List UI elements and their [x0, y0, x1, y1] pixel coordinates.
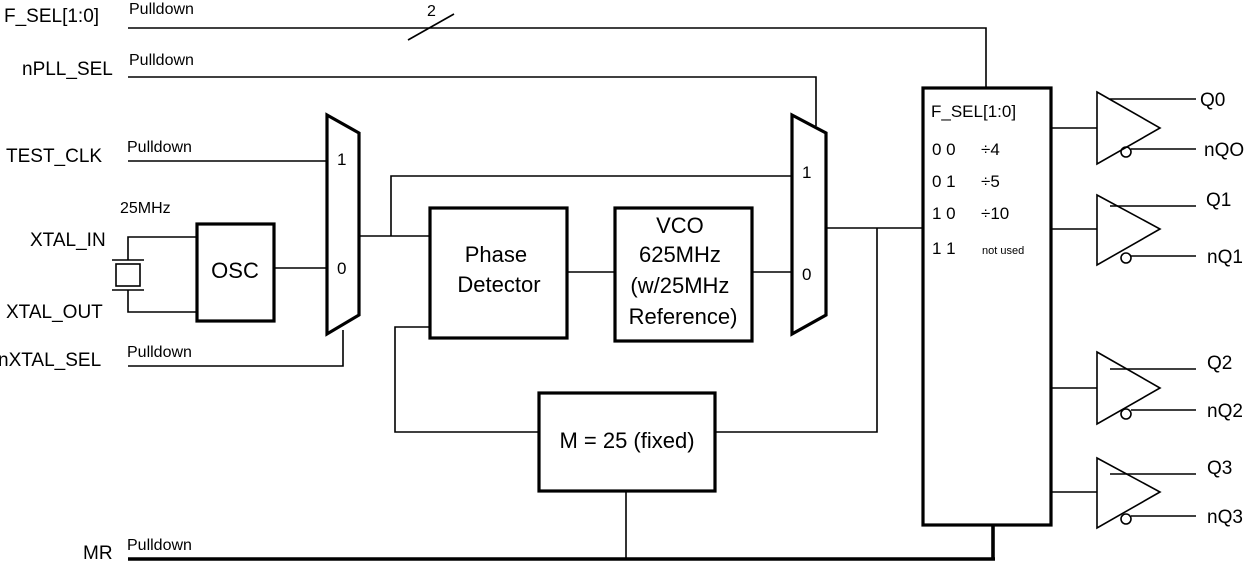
- vco-label-line2: 625MHz: [639, 242, 721, 267]
- svg-text:Phase Detector: Phase Detector: [457, 242, 540, 297]
- nxtal-sel-wire: [128, 330, 344, 367]
- input-mux: [325, 112, 361, 337]
- output-buffer-q3: [1051, 456, 1196, 530]
- output-divider-block: [921, 86, 1053, 527]
- output-q1-label: Q1: [1206, 190, 1231, 211]
- mr-pulldown-label: Pulldown: [127, 537, 192, 554]
- divider-row-code: 1 1: [932, 239, 956, 258]
- test-clk-input-label: TEST_CLK: [6, 146, 102, 167]
- vco-label-line3: (w/25MHz: [630, 273, 729, 298]
- output-buffer-q1: [1051, 193, 1196, 267]
- mr-wire: [128, 491, 995, 561]
- fsel-input-label: F_SEL[1:0]: [4, 6, 99, 27]
- vco-label-line1: VCO: [656, 213, 704, 238]
- pll-mux-0-label: 0: [802, 265, 811, 284]
- npll-sel-wire: [128, 76, 817, 126]
- output-q2-label: Q2: [1207, 353, 1232, 374]
- output-nq2-label: nQ2: [1207, 401, 1243, 422]
- fsel-bus-wire: [128, 13, 987, 88]
- divider-row-code: 1 0: [932, 204, 956, 223]
- nxtal-sel-input-label: nXTAL_SEL: [0, 350, 101, 371]
- nxtal-sel-pulldown-label: Pulldown: [127, 344, 192, 361]
- output-nq3-label: nQ3: [1207, 507, 1243, 528]
- input-mux-0-label: 0: [337, 259, 346, 278]
- phase-detector-block: [428, 206, 569, 340]
- reference-clock-wire: [359, 175, 791, 237]
- xtal-in-input-label: XTAL_IN: [30, 230, 106, 251]
- bus-width-label: 2: [427, 3, 436, 20]
- pll-mux: [790, 112, 828, 337]
- divider-row-ratio: not used: [982, 245, 1024, 257]
- divider-row-ratio: ÷5: [981, 172, 1000, 191]
- phase-detector-label-line1: Phase: [465, 242, 527, 267]
- input-mux-1-label: 1: [337, 150, 346, 169]
- feedback-divider-label: M = 25 (fixed): [559, 428, 694, 453]
- feedback-wire: [394, 228, 878, 433]
- output-q3-label: Q3: [1207, 458, 1232, 479]
- vco-block: [613, 206, 754, 343]
- divider-row-code: 0 1: [932, 172, 956, 191]
- phase-detector-label-line2: Detector: [457, 272, 540, 297]
- divider-row-code: 0 0: [932, 140, 956, 159]
- xtal-out-input-label: XTAL_OUT: [6, 302, 103, 323]
- output-nq0-label: nQO: [1204, 140, 1244, 161]
- output-nq1-label: nQ1: [1207, 247, 1243, 268]
- osc-label: OSC: [211, 258, 259, 283]
- divider-title: F_SEL[1:0]: [931, 102, 1016, 121]
- output-buffer-q0: [1051, 90, 1196, 166]
- divider-row-ratio: ÷4: [981, 140, 1000, 159]
- output-buffer-q2: [1051, 350, 1196, 426]
- npll-sel-pulldown-label: Pulldown: [129, 52, 194, 69]
- divider-row-ratio: ÷10: [981, 204, 1009, 223]
- crystal-frequency-label: 25MHz: [120, 200, 171, 217]
- svg-text:VCO 625MHz (w/25MHz: VCO 625MHz (w/25MHz Reference): [629, 213, 738, 329]
- fsel-pulldown-label: Pulldown: [129, 1, 194, 18]
- crystal-symbol: [112, 236, 197, 313]
- output-q0-label: Q0: [1200, 90, 1225, 111]
- vco-label-line4: Reference): [629, 304, 738, 329]
- pll-mux-1-label: 1: [802, 163, 811, 182]
- npll-sel-input-label: nPLL_SEL: [22, 59, 113, 80]
- mr-input-label: MR: [83, 543, 113, 562]
- feedback-divider-block: [537, 391, 717, 493]
- osc-block: [195, 222, 276, 323]
- test-clk-pulldown-label: Pulldown: [127, 139, 192, 156]
